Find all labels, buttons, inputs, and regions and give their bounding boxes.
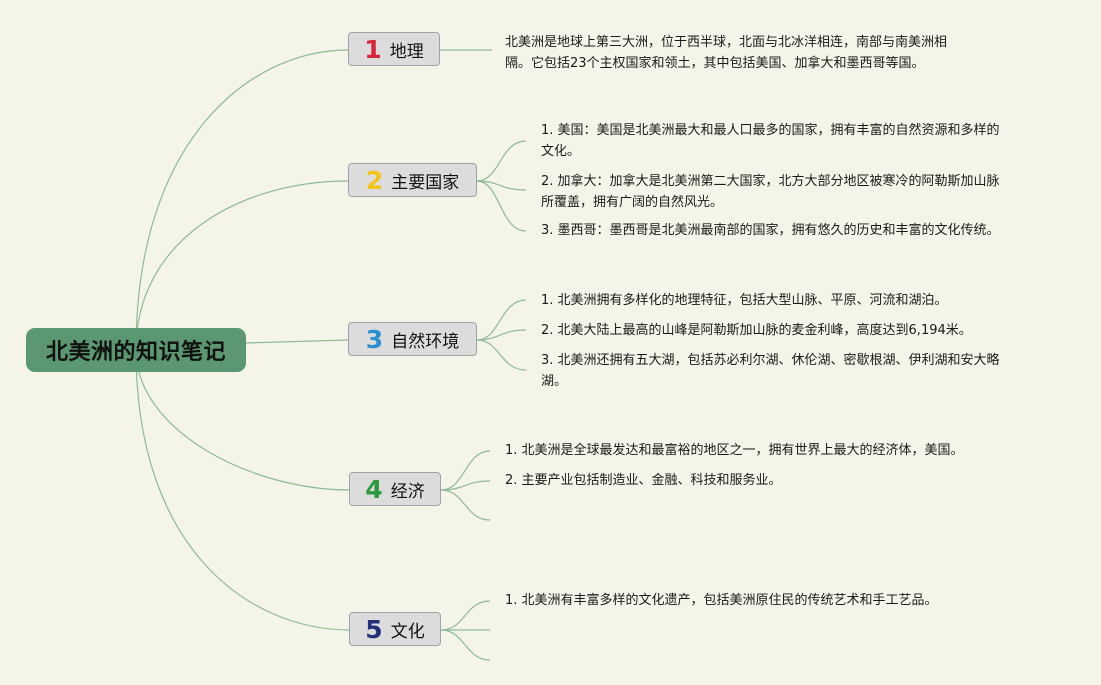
topic2-link-1 bbox=[476, 140, 527, 182]
leaf-line: 1. 北美洲有丰富多样的文化遗产，包括美洲原住民的传统艺术和手工艺品。 bbox=[505, 593, 938, 608]
topic-natural-environment[interactable]: 3 自然环境 bbox=[348, 322, 477, 356]
leaf-line: 1. 北美洲拥有多样化的地理特征，包括大型山脉、平原、河流和湖泊。 bbox=[541, 293, 948, 308]
topic-label: 经济 bbox=[390, 481, 425, 502]
topic-label: 地理 bbox=[389, 41, 424, 62]
leaf-countries-2[interactable]: 2. 加拿大：加拿大是北美洲第二大国家，北方大部分地区被寒冷的阿勒斯加山脉 所覆… bbox=[541, 171, 1000, 213]
topic3-link-1 bbox=[476, 299, 527, 341]
leaf-culture-1[interactable]: 1. 北美洲有丰富多样的文化遗产，包括美洲原住民的传统艺术和手工艺品。 bbox=[505, 590, 938, 611]
topic5-link-1 bbox=[440, 600, 491, 631]
topic2-link-2 bbox=[476, 180, 527, 191]
leaf-line: 3. 北美洲还拥有五大湖，包括苏必利尔湖、休伦湖、密歇根湖、伊利湖和安大略 bbox=[541, 353, 1000, 368]
root-link-3 bbox=[245, 339, 349, 344]
topic-geography[interactable]: 1 地理 bbox=[348, 32, 440, 66]
topic4-link-3 bbox=[440, 489, 491, 521]
topic3-link-2 bbox=[476, 329, 527, 341]
leaf-line: 1. 北美洲是全球最发达和最富裕的地区之一，拥有世界上最大的经济体，美国。 bbox=[505, 443, 964, 458]
leaf-line: 隔。它包括23个主权国家和领土，其中包括美国、加拿大和墨西哥等国。 bbox=[505, 56, 925, 71]
topic-culture[interactable]: 5 文化 bbox=[349, 612, 441, 646]
leaf-line: 北美洲是地球上第三大洲，位于西半球，北面与北冰洋相连，南部与南美洲相 bbox=[505, 35, 948, 50]
root-label: 北美洲的知识笔记 bbox=[45, 340, 226, 365]
topic-number: 3 bbox=[365, 324, 384, 354]
root-link-4 bbox=[135, 349, 351, 491]
leaf-line: 2. 主要产业包括制造业、金融、科技和服务业。 bbox=[505, 473, 782, 488]
root-link-1 bbox=[135, 49, 349, 351]
root-link-2 bbox=[135, 180, 349, 351]
leaf-environment-3[interactable]: 3. 北美洲还拥有五大湖，包括苏必利尔湖、休伦湖、密歇根湖、伊利湖和安大略 湖。 bbox=[541, 350, 1000, 392]
leaf-environment-1[interactable]: 1. 北美洲拥有多样化的地理特征，包括大型山脉、平原、河流和湖泊。 bbox=[541, 290, 948, 311]
leaf-line: 所覆盖，拥有广阔的自然风光。 bbox=[541, 195, 724, 210]
leaf-line: 3. 墨西哥：墨西哥是北美洲最南部的国家，拥有悠久的历史和丰富的文化传统。 bbox=[541, 223, 1000, 238]
leaf-environment-2[interactable]: 2. 北美大陆上最高的山峰是阿勒斯加山脉的麦金利峰，高度达到6,194米。 bbox=[541, 320, 972, 341]
leaf-countries-1[interactable]: 1. 美国：美国是北美洲最大和最人口最多的国家，拥有丰富的自然资源和多样的 文化… bbox=[541, 120, 1000, 162]
topic5-link-3 bbox=[440, 629, 491, 661]
leaf-line: 湖。 bbox=[541, 374, 568, 389]
leaf-geography-1[interactable]: 北美洲是地球上第三大洲，位于西半球，北面与北冰洋相连，南部与南美洲相 隔。它包括… bbox=[505, 32, 947, 74]
topic4-link-2 bbox=[440, 480, 491, 491]
topic-label: 自然环境 bbox=[391, 331, 460, 352]
topic-major-countries[interactable]: 2 主要国家 bbox=[348, 163, 477, 197]
leaf-line: 1. 美国：美国是北美洲最大和最人口最多的国家，拥有丰富的自然资源和多样的 bbox=[541, 123, 1000, 138]
topic4-link-1 bbox=[440, 450, 491, 491]
topic-number: 5 bbox=[365, 614, 383, 644]
topic-economy[interactable]: 4 经济 bbox=[349, 472, 441, 506]
topic2-link-3 bbox=[476, 180, 527, 232]
leaf-line: 2. 加拿大：加拿大是北美洲第二大国家，北方大部分地区被寒冷的阿勒斯加山脉 bbox=[541, 174, 1000, 189]
leaf-economy-2[interactable]: 2. 主要产业包括制造业、金融、科技和服务业。 bbox=[505, 470, 782, 491]
topic-label: 文化 bbox=[390, 621, 425, 642]
leaf-line: 2. 北美大陆上最高的山峰是阿勒斯加山脉的麦金利峰，高度达到6,194米。 bbox=[541, 323, 972, 338]
root-link-5 bbox=[135, 349, 351, 631]
topic3-link-3 bbox=[476, 339, 527, 371]
topic-label: 主要国家 bbox=[391, 172, 460, 193]
leaf-line: 文化。 bbox=[541, 144, 581, 159]
leaf-countries-3[interactable]: 3. 墨西哥：墨西哥是北美洲最南部的国家，拥有悠久的历史和丰富的文化传统。 bbox=[541, 220, 1000, 241]
topic-number: 2 bbox=[365, 165, 384, 195]
leaf-economy-1[interactable]: 1. 北美洲是全球最发达和最富裕的地区之一，拥有世界上最大的经济体，美国。 bbox=[505, 440, 964, 461]
topic-number: 4 bbox=[365, 474, 383, 504]
topic-number: 1 bbox=[364, 34, 382, 64]
root-node[interactable]: 北美洲的知识笔记 bbox=[26, 328, 246, 372]
